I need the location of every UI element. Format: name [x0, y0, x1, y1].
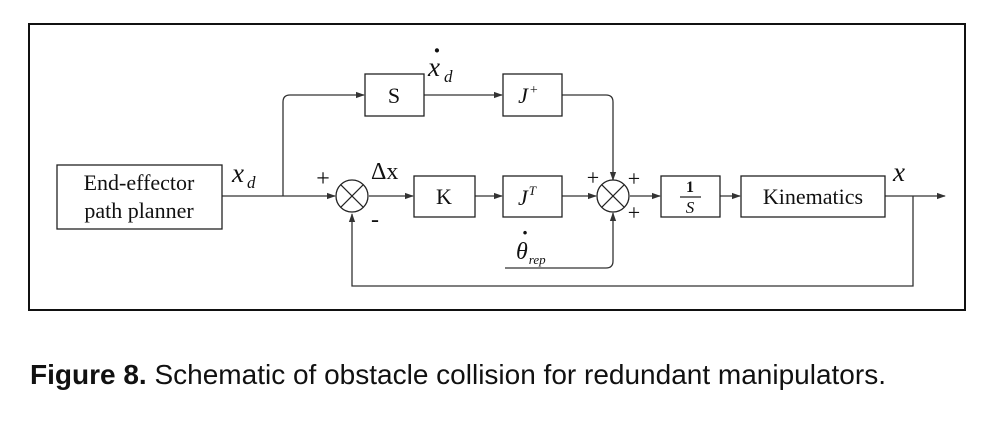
sum1-minus-sign: -	[371, 207, 379, 233]
figure-caption: Figure 8. Schematic of obstacle collisio…	[30, 356, 960, 394]
jt-block: JT	[502, 175, 563, 218]
integrator-block: 1 S	[660, 175, 721, 218]
planner-label-line1: End-effector	[84, 170, 195, 195]
planner-block: End-effector path planner	[56, 164, 223, 230]
signal-xd-sub: d	[247, 173, 256, 192]
s-block: S	[364, 73, 425, 117]
svg-text:θrep: θrep	[516, 239, 546, 267]
sum2-top-plus-sign: +	[628, 166, 640, 191]
kinematics-block: Kinematics	[740, 175, 886, 218]
sum2-left-plus-sign: +	[587, 165, 599, 190]
signal-delta-x-label: Δx	[371, 159, 398, 185]
jplus-base: J	[518, 83, 529, 108]
signal-theta-rep-dot-mark: ·	[521, 220, 528, 245]
sum1-plus-sign: +	[316, 166, 330, 192]
sum-junction-1	[335, 179, 369, 213]
signal-theta-rep-sub: rep	[529, 252, 546, 267]
signal-x-output-label: x	[892, 157, 905, 187]
wire-jplus-to-sum2	[562, 94, 617, 181]
jplus-block: J+	[502, 73, 563, 117]
jt-block-label: JT	[518, 183, 537, 210]
jplus-block-label: J+	[518, 83, 538, 108]
k-block-label: K	[436, 184, 452, 209]
wire-feedback	[348, 196, 914, 287]
svg-text:xd: xd	[427, 52, 453, 86]
signal-xd-dot-sub: d	[444, 67, 453, 86]
signal-xd-dot-mark: ·	[433, 36, 442, 65]
wire-thetarep-to-sum2	[505, 212, 617, 269]
wire-xd-to-s	[282, 91, 365, 196]
integrator-numerator: 1	[686, 179, 694, 196]
signal-xd-base: x	[231, 158, 244, 188]
jt-sup: T	[529, 183, 537, 198]
figure-label: Figure 8.	[30, 359, 147, 390]
signal-xd-dot-base: x	[427, 52, 440, 82]
figure-caption-text: Schematic of obstacle collision for redu…	[146, 359, 886, 390]
sum2-bottom-plus-sign: +	[628, 200, 640, 225]
jt-base: J	[518, 185, 529, 210]
jplus-sup: +	[530, 83, 538, 98]
kinematics-block-label: Kinematics	[763, 184, 863, 209]
signal-theta-rep-base: θ	[516, 239, 528, 265]
diagram-frame	[28, 23, 966, 311]
k-block: K	[413, 175, 476, 218]
planner-label-line2: path planner	[84, 198, 194, 223]
sum-junction-2	[596, 179, 630, 213]
signal-theta-rep-label: · θrep	[516, 220, 546, 267]
integrator-denominator: S	[686, 198, 695, 217]
s-block-label: S	[388, 83, 400, 108]
